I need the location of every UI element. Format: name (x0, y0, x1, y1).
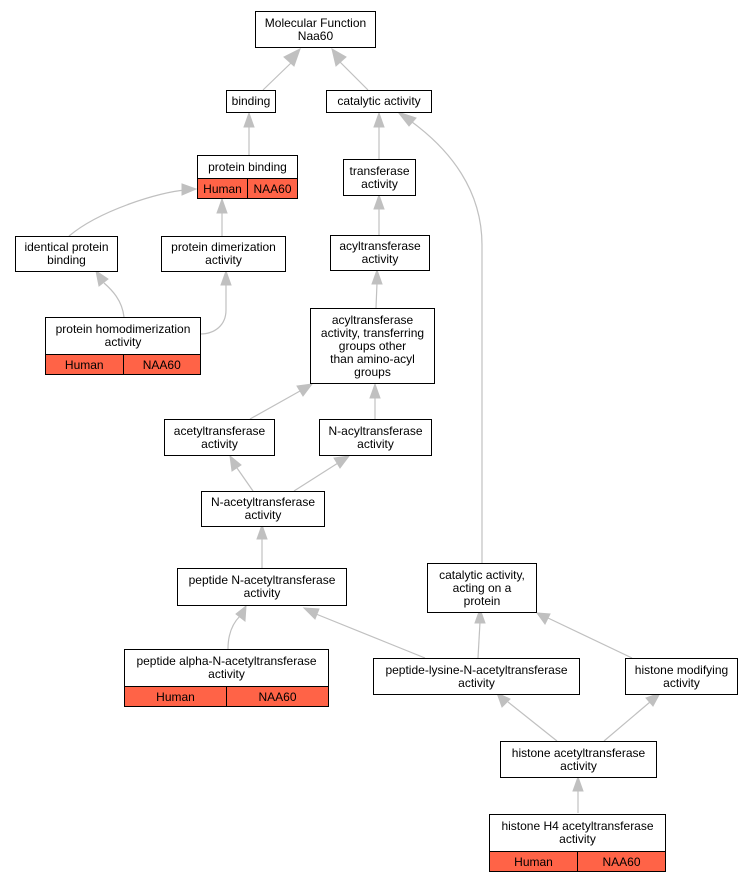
node-binding[interactable]: binding (226, 90, 276, 113)
node-label: histone H4 acetyltransferase activity (501, 819, 654, 846)
node-acyltransferase-activity[interactable]: acyltransferase activity (330, 235, 430, 271)
annotation-species: Human (514, 854, 553, 869)
edge-alpha-to-peptideN (227, 615, 241, 650)
arrowhead-nacyl (333, 455, 351, 469)
arrowhead-binding (243, 111, 255, 128)
node-catalytic-activity[interactable]: catalytic activity (326, 90, 432, 113)
node-n-acyltransferase-activity[interactable]: N-acyltransferase activity (319, 419, 432, 456)
annotation-row: Human NAA60 (125, 686, 328, 706)
node-label: acyltransferase activity, transferring g… (320, 312, 425, 379)
annotation-gene: NAA60 (226, 687, 328, 706)
node-label: N-acyltransferase activity (328, 423, 423, 451)
node-label: histone modifying activity (634, 662, 729, 690)
edge-hat-to-histonemod (603, 701, 651, 742)
node-label: identical protein binding (24, 240, 109, 267)
arrowhead-catalytic-from-catalyticprotein (396, 110, 417, 127)
edge-identical-to-proteinbinding (68, 189, 186, 237)
arrowhead-nacetyl (256, 523, 268, 540)
arrowhead-hat (572, 775, 584, 792)
node-label: peptide alpha-N-acetyltransferase activi… (136, 654, 317, 681)
arrowhead-catalytic-from-transferase (373, 111, 385, 128)
node-label: transferase activity (349, 163, 410, 191)
node-molecular-function[interactable]: Molecular Function Naa60 (255, 11, 376, 48)
arrowhead-dimerization (220, 269, 232, 286)
node-catalytic-activity-acting-on-protein[interactable]: catalytic activity, acting on a protein (427, 563, 537, 613)
node-transferase-activity[interactable]: transferase activity (343, 159, 416, 196)
edge-hat-to-lysine (507, 701, 558, 742)
arrowhead-peptideN-from-lysine (302, 607, 320, 620)
arrowhead-peptideN-from-alpha (235, 604, 247, 622)
node-label: peptide N-acetyltransferase activity (188, 573, 336, 600)
arrowhead-acyl-other-from-nacyl (369, 382, 381, 399)
annotation-species: Human (64, 357, 104, 372)
annotation-species: Human (203, 181, 242, 196)
edge-homodimerization-to-dimerization (199, 284, 227, 335)
node-label: catalytic activity (337, 94, 421, 108)
node-n-acetyltransferase-activity[interactable]: N-acetyltransferase activity (201, 491, 325, 527)
arrowhead-histonemod (645, 692, 662, 707)
node-histone-acetyltransferase-activity[interactable]: histone acetyltransferase activity (500, 741, 657, 778)
arrowhead-mf-from-catalytic (331, 47, 347, 67)
node-label: catalytic activity, acting on a protein (439, 567, 525, 608)
node-protein-binding[interactable]: protein binding Human NAA60 (197, 155, 298, 199)
node-label: binding (231, 94, 271, 108)
edge-histonemod-to-catalyticprotein (547, 617, 633, 659)
node-label: acetyltransferase activity (173, 423, 266, 451)
arrowhead-transferase (373, 193, 385, 210)
arrowhead-proteinbinding-from-dimerization (216, 197, 228, 214)
annotation-gene: NAA60 (247, 179, 297, 198)
edge-binding-to-mf (262, 61, 293, 91)
edge-nacetyl-to-acetyl (236, 467, 254, 492)
edge-homodimerization-to-identical (103, 282, 125, 318)
node-label: N-acetyltransferase activity (210, 495, 316, 522)
edge-lysine-to-catalyticprotein (477, 621, 481, 659)
node-acyltransferase-other-groups[interactable]: acyltransferase activity, transferring g… (310, 308, 435, 384)
arrowhead-acyl-other-from-acetyl (296, 383, 314, 397)
node-label: protein dimerization activity (171, 240, 276, 267)
node-protein-dimerization-activity[interactable]: protein dimerization activity (161, 236, 286, 272)
arrowhead-identical (95, 269, 109, 287)
node-protein-homodimerization-activity[interactable]: protein homodimerization activity Human … (45, 317, 201, 375)
annotation-gene: NAA60 (577, 852, 665, 871)
annotation-species: Human (156, 689, 195, 704)
annotation-gene: NAA60 (122, 355, 201, 374)
annotation-row: Human NAA60 (490, 851, 665, 871)
annotation-row: Human NAA60 (46, 354, 200, 374)
edge-nacetyl-to-nacyl (293, 462, 339, 492)
edge-catalytic-to-mf (339, 61, 369, 91)
node-label: peptide-lysine-N-acetyltransferase activ… (385, 662, 568, 690)
arrowhead-proteinbinding-from-identical (181, 183, 198, 196)
arrowhead-catalyticprotein-from-histonemod (535, 612, 551, 625)
node-peptide-n-acetyltransferase-activity[interactable]: peptide N-acetyltransferase activity (177, 568, 347, 606)
node-peptide-lysine-n-acetyltransferase-activity[interactable]: peptide-lysine-N-acetyltransferase activ… (373, 658, 580, 695)
node-label: Molecular Function Naa60 (264, 15, 367, 43)
arrowhead-lysine (496, 692, 511, 708)
annotation-row: Human NAA60 (198, 178, 297, 198)
arrowhead-catalyticprotein-from-lysine (474, 607, 486, 624)
node-histone-h4-acetyltransferase-activity[interactable]: histone H4 acetyltransferase activity Hu… (489, 814, 666, 872)
node-label: acyltransferase activity (339, 239, 421, 266)
node-identical-protein-binding[interactable]: identical protein binding (15, 236, 118, 272)
edge-catalyticprotein-to-catalytic (411, 121, 483, 563)
arrowhead-acyltransferase (371, 268, 383, 285)
arrowhead-acetyl (229, 454, 242, 472)
node-acetyltransferase-activity[interactable]: acetyltransferase activity (164, 419, 275, 456)
edge-lysine-to-peptideN (315, 613, 426, 659)
node-label: protein binding (208, 159, 287, 174)
node-label: protein homodimerization activity (55, 322, 191, 349)
edge-acyl-other-to-acyltransferase (375, 282, 378, 309)
edge-acetyl-to-acyl-other (249, 390, 301, 420)
arrowhead-mf-from-binding (283, 47, 301, 67)
node-peptide-alpha-n-acetyltransferase-activity[interactable]: peptide alpha-N-acetyltransferase activi… (124, 649, 329, 707)
node-histone-modifying-activity[interactable]: histone modifying activity (625, 658, 738, 695)
node-label: histone acetyltransferase activity (511, 745, 646, 773)
